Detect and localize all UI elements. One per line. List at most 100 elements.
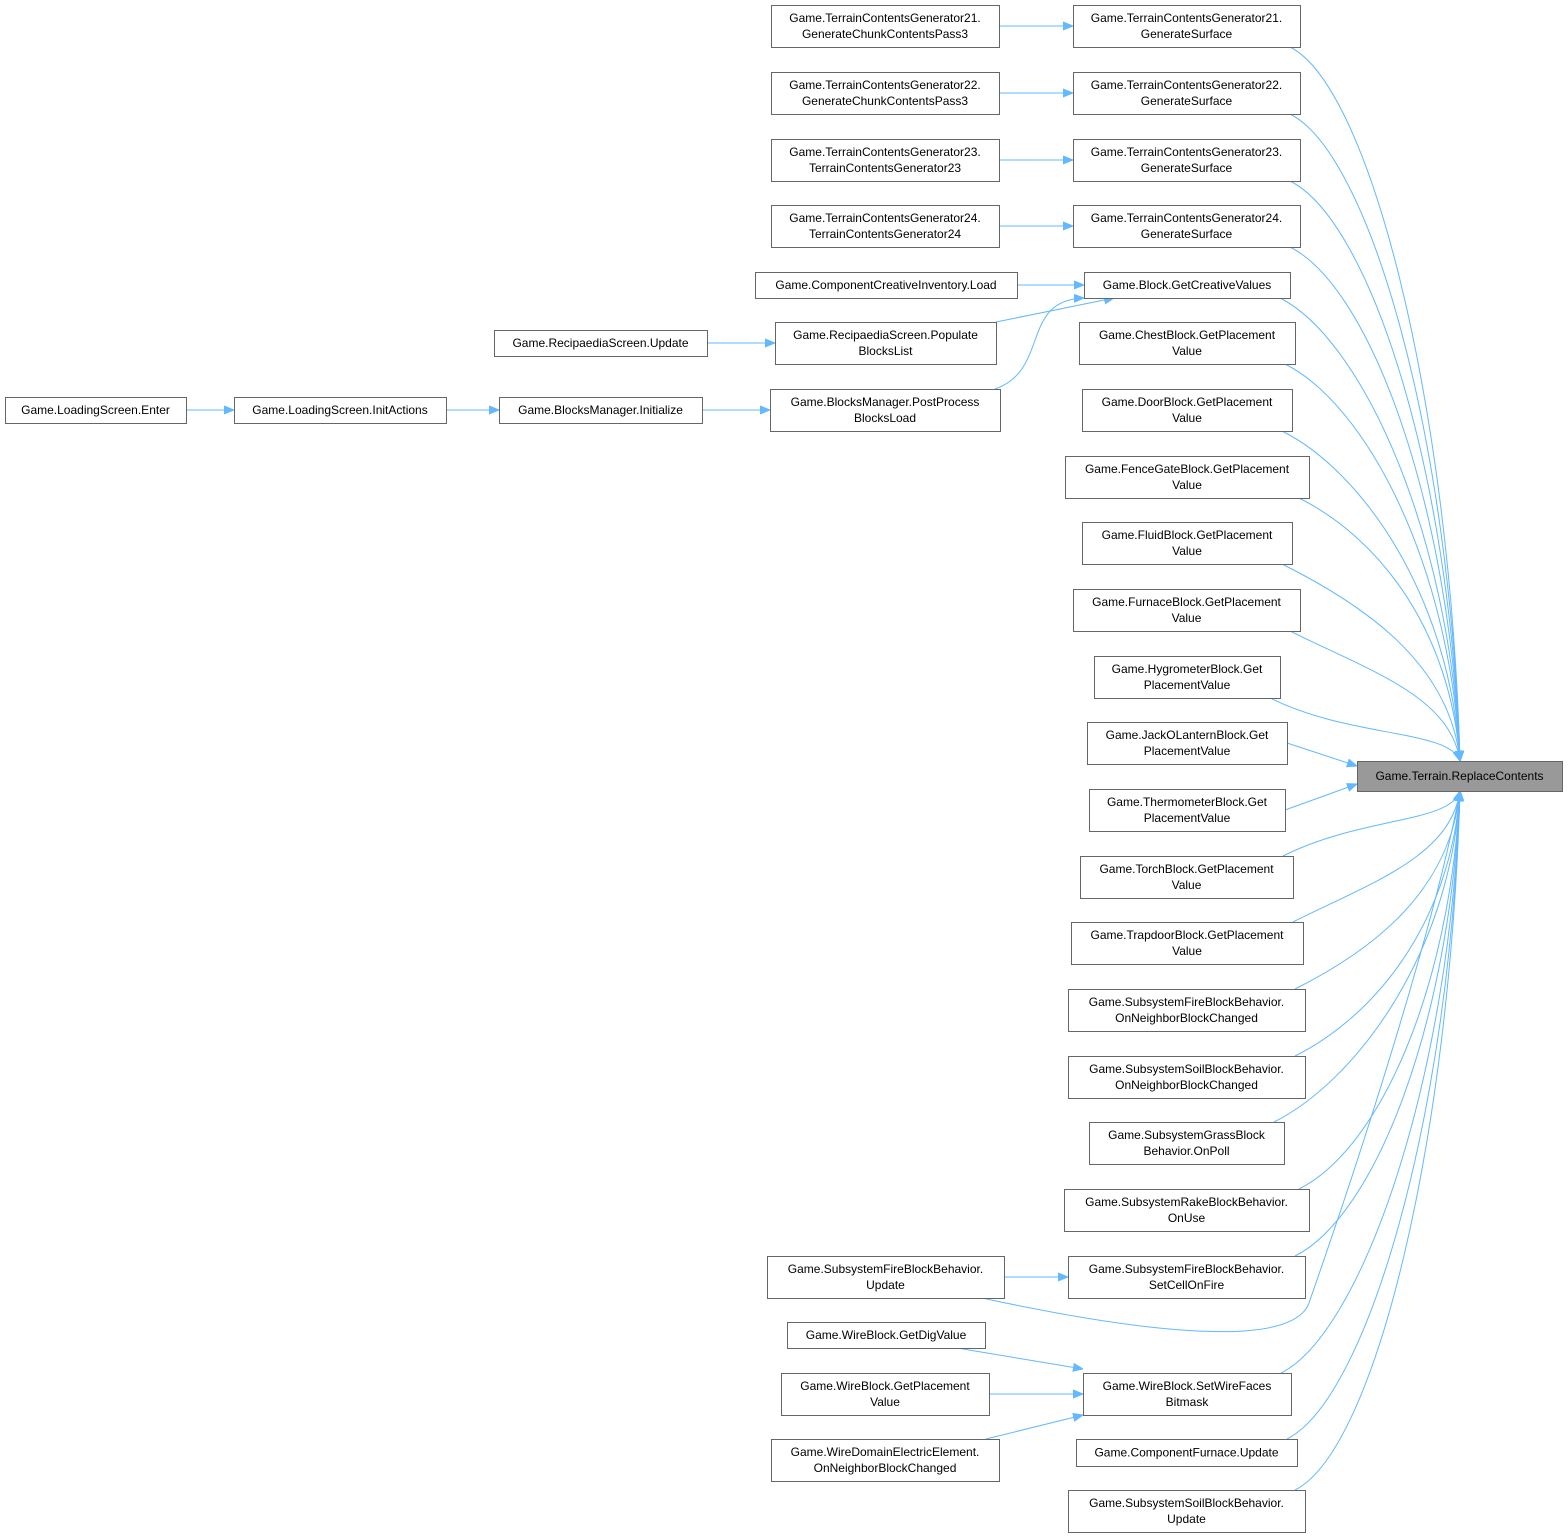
- node-label: OnNeighborBlockChanged: [1115, 1078, 1258, 1092]
- node-box: [1071, 922, 1304, 965]
- graph-node[interactable]: Game.ComponentFurnace.Update: [1076, 1439, 1298, 1467]
- node-label: Game.SubsystemFireBlockBehavior.: [788, 1262, 983, 1276]
- node-label: OnNeighborBlockChanged: [1115, 1011, 1258, 1025]
- node-label: Game.DoorBlock.GetPlacement: [1102, 395, 1273, 409]
- graph-node[interactable]: Game.LoadingScreen.Enter: [5, 397, 187, 424]
- node-box: [781, 1373, 990, 1416]
- graph-node[interactable]: Game.SubsystemSoilBlockBehavior.OnNeighb…: [1068, 1056, 1306, 1099]
- graph-node[interactable]: Game.WireBlock.GetDigValue: [787, 1322, 986, 1349]
- node-label: Game.SubsystemFireBlockBehavior.: [1089, 995, 1284, 1009]
- node-label: Game.ComponentFurnace.Update: [1094, 1446, 1278, 1460]
- node-label: Game.TerrainContentsGenerator24.: [789, 211, 980, 225]
- node-label: Update: [1167, 1512, 1206, 1526]
- node-box: [1073, 72, 1301, 115]
- node-label: Game.TerrainContentsGenerator22.: [789, 78, 980, 92]
- graph-node[interactable]: Game.SubsystemFireBlockBehavior.Update: [767, 1256, 1005, 1299]
- node-label: Game.JackOLanternBlock.Get: [1106, 728, 1269, 742]
- node-box: [1082, 522, 1293, 565]
- edge-a9-to-r21: [956, 1347, 1083, 1369]
- node-label: Value: [870, 1395, 900, 1409]
- node-label: Value: [1172, 344, 1202, 358]
- edge-a6-to-r5: [995, 298, 1114, 323]
- graph-node[interactable]: Game.TerrainContentsGenerator21.Generate…: [771, 5, 1000, 48]
- node-label: Value: [1172, 411, 1202, 425]
- node-label: Game.LoadingScreen.InitActions: [252, 403, 427, 417]
- node-label: Game.SubsystemFireBlockBehavior.: [1089, 1262, 1284, 1276]
- node-label: Game.WireBlock.GetPlacement: [800, 1379, 970, 1393]
- node-box: [494, 330, 708, 357]
- node-box: [1357, 761, 1563, 792]
- node-label: Value: [1172, 878, 1202, 892]
- node-box: [770, 389, 1001, 432]
- edge-r14-to-target: [1282, 791, 1460, 857]
- node-box: [1073, 139, 1301, 182]
- node-label: Game.HygrometerBlock.Get: [1112, 662, 1263, 676]
- node-label: Game.SubsystemGrassBlock: [1108, 1128, 1266, 1142]
- node-label: Game.ThermometerBlock.Get: [1107, 795, 1268, 809]
- edge-r8-to-target: [1298, 497, 1460, 761]
- node-label: OnUse: [1168, 1211, 1206, 1225]
- node-label: Game.TerrainContentsGenerator21.: [789, 11, 980, 25]
- edge-r13-to-target: [1284, 784, 1357, 811]
- node-box: [775, 322, 997, 365]
- edge-r17-to-target: [1294, 791, 1460, 1057]
- node-label: Game.TerrainContentsGenerator23.: [1091, 145, 1282, 159]
- graph-node[interactable]: Game.TerrainContentsGenerator24.TerrainC…: [771, 205, 1000, 248]
- graph-node[interactable]: Game.ComponentCreativeInventory.Load: [755, 272, 1018, 299]
- node-label: Value: [1172, 611, 1202, 625]
- graph-node[interactable]: Game.LoadingScreen.InitActions: [234, 397, 447, 424]
- node-label: Game.TerrainContentsGenerator24.: [1091, 211, 1282, 225]
- graph-node[interactable]: Game.TerrainContentsGenerator23. TerrainC…: [771, 139, 1000, 182]
- node-box: [1079, 322, 1296, 365]
- node-box: [1073, 5, 1301, 48]
- edge-r23-to-target: [1294, 791, 1460, 1491]
- node-box: [771, 1439, 1000, 1482]
- node-box: [771, 205, 1000, 248]
- edge-r11-to-target: [1269, 697, 1460, 761]
- graph-node[interactable]: Game.BlocksManager.Initialize: [499, 397, 703, 424]
- target-node[interactable]: Game.Terrain.ReplaceContents: [1357, 761, 1563, 792]
- node-box: [1068, 1256, 1306, 1299]
- graph-node[interactable]: Game.TerrainContentsGenerator22.Generate…: [771, 72, 1000, 115]
- node-box: [1094, 656, 1281, 699]
- node-label: Game.ChestBlock.GetPlacement: [1099, 328, 1276, 342]
- node-box: [771, 72, 1000, 115]
- graph-node[interactable]: Game.SubsystemSoilBlockBehavior.Update: [1068, 1490, 1306, 1533]
- node-label: Game.TerrainContentsGenerator23.: [789, 145, 980, 159]
- node-label: Game.BlocksManager.PostProcess: [791, 395, 980, 409]
- node-label: Game.SubsystemRakeBlockBehavior.: [1085, 1195, 1288, 1209]
- node-label: Game.ComponentCreativeInventory.Load: [775, 278, 996, 292]
- nodes-layer: Game.Terrain.ReplaceContents Game.Terrain…: [5, 5, 1563, 1533]
- graph-node[interactable]: Game.RecipaediaScreen.Update: [494, 330, 708, 357]
- node-box: [5, 397, 187, 424]
- graph-node[interactable]: Game.SubsystemFireBlockBehavior. OnNeighb…: [1068, 989, 1306, 1032]
- graph-node[interactable]: Game.SubsystemRakeBlockBehavior. OnUse: [1064, 1189, 1310, 1232]
- edge-r6-to-target: [1284, 363, 1460, 761]
- node-label: TerrainContentsGenerator23: [809, 161, 961, 175]
- graph-node[interactable]: Game.WireDomainElectricElement.OnNeighbo…: [771, 1439, 1000, 1482]
- node-label: Game.TorchBlock.GetPlacement: [1099, 862, 1274, 876]
- graph-node[interactable]: Game.TerrainContentsGenerator21.Generate…: [1073, 5, 1301, 48]
- graph-node[interactable]: Game.TerrainContentsGenerator23.Generate…: [1073, 139, 1301, 182]
- graph-node[interactable]: Game.SubsystemFireBlockBehavior.SetCellO…: [1068, 1256, 1306, 1299]
- node-box: [1065, 456, 1310, 499]
- graph-node[interactable]: Game.Block.GetCreativeValues: [1084, 272, 1291, 299]
- graph-node[interactable]: Game.TerrainContentsGenerator24.Generate…: [1073, 205, 1301, 248]
- graph-node[interactable]: Game.TerrainContentsGenerator22.Generate…: [1073, 72, 1301, 115]
- edge-a7-to-r5: [994, 298, 1084, 390]
